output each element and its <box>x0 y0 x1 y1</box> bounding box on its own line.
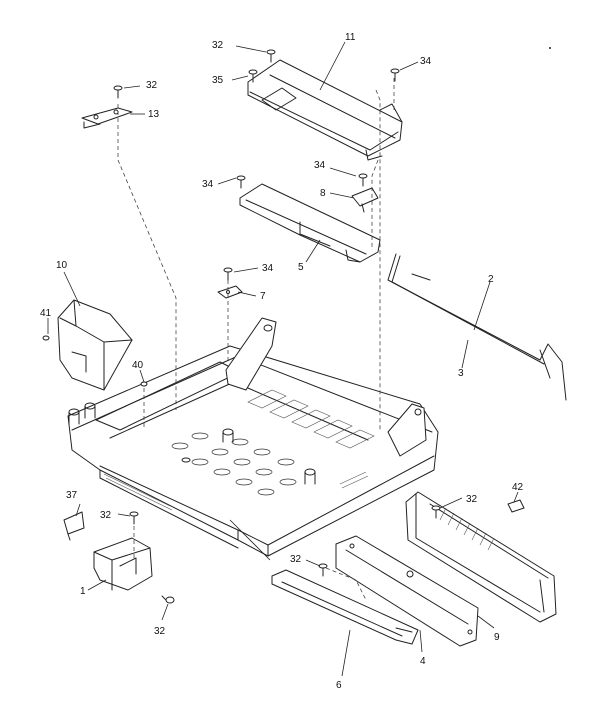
part-6-plate <box>271 569 419 645</box>
callout-1: 1 <box>80 586 86 597</box>
part-8-clip <box>351 187 379 213</box>
part-13-bracket <box>81 107 133 129</box>
part-11-bracket <box>247 59 403 161</box>
part-5-bracket <box>239 183 381 263</box>
callout-34c: 34 <box>202 179 214 190</box>
callout-7: 7 <box>260 291 266 302</box>
callout-8: 8 <box>320 188 326 199</box>
callout-34a: 34 <box>420 56 432 67</box>
stray-dot <box>549 47 551 49</box>
callout-32f: 32 <box>154 626 166 637</box>
part-9-side-bracket <box>405 491 557 623</box>
callout-3: 3 <box>458 368 464 379</box>
part-4-plate <box>335 535 479 647</box>
part-2-3-rod <box>387 253 567 401</box>
callout-35: 35 <box>212 75 224 86</box>
callout-32b: 32 <box>146 80 158 91</box>
callout-32c: 32 <box>466 494 478 505</box>
callout-13: 13 <box>148 109 160 120</box>
callout-32e: 32 <box>290 554 302 565</box>
callout-5: 5 <box>298 262 304 273</box>
callout-6: 6 <box>336 680 342 691</box>
callout-34d: 34 <box>262 263 274 274</box>
part-42-pad <box>507 499 525 513</box>
part-10-cover <box>57 299 133 391</box>
callout-4: 4 <box>420 656 426 667</box>
callout-11: 11 <box>345 32 356 43</box>
callout-37: 37 <box>66 490 78 501</box>
leader-lines <box>47 41 519 677</box>
assembly-guide-lines <box>117 78 395 601</box>
callout-10: 10 <box>56 260 68 271</box>
main-chassis <box>67 317 439 557</box>
callout-41: 41 <box>40 308 52 319</box>
callout-42: 42 <box>512 482 524 493</box>
callout-40: 40 <box>132 360 144 371</box>
callout-9: 9 <box>494 632 500 643</box>
callout-2: 2 <box>488 274 494 285</box>
callout-32a: 32 <box>212 40 224 51</box>
callout-34b: 34 <box>314 160 326 171</box>
part-7-clip <box>217 285 243 299</box>
part-1-bracket <box>93 537 153 591</box>
callout-labels: 32 11 34 35 32 13 34 34 8 10 34 5 2 7 41… <box>40 32 524 691</box>
screws <box>42 49 441 604</box>
callout-32d: 32 <box>100 510 112 521</box>
part-37-clip <box>63 511 85 541</box>
